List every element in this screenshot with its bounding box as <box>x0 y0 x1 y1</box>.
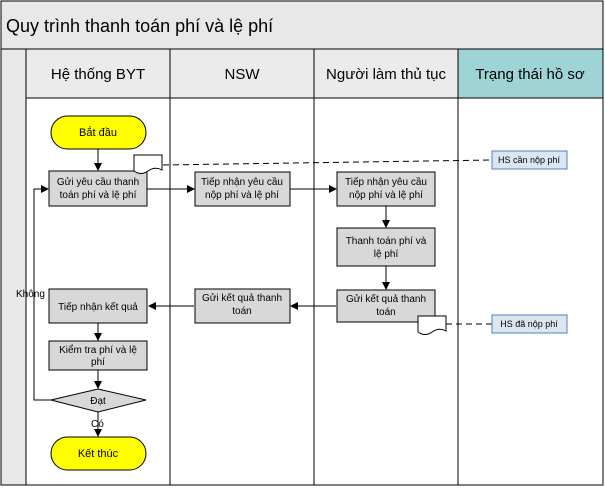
user-send-result-line-2: toán <box>376 307 395 318</box>
pool-strip <box>0 48 27 486</box>
document-shape-pending <box>133 154 163 174</box>
send-request-process <box>48 170 148 207</box>
status-paid-label: HS đã nộp phí <box>500 319 558 329</box>
user-send-result-line-1: Gửi kết quả thanh <box>346 293 426 305</box>
user-receive-process <box>336 171 436 207</box>
pay-line-1: Thanh toán phí và <box>346 236 427 247</box>
start-terminal <box>50 115 147 150</box>
end-terminal <box>50 436 147 471</box>
lane-header-status <box>457 48 604 99</box>
lane-label-byt: Hệ thống BYT <box>51 66 145 83</box>
diagram-title: Quy trình thanh toán phí và lệ phí <box>6 16 273 36</box>
lane-header-nsw <box>169 48 315 99</box>
nsw-receive-process <box>194 171 291 207</box>
lane-header-byt <box>25 48 171 99</box>
check-line-1: Kiểm tra phí và lệ <box>59 344 137 356</box>
nsw-receive-line-1: Tiếp nhận yêu cầu <box>201 176 283 188</box>
decision-label: Đạt <box>90 396 106 407</box>
nsw-send-result-line-2: toán <box>232 306 251 317</box>
pay-line-2: lệ phí <box>374 249 399 260</box>
nsw-send-result-line-1: Gửi kết quả thanh <box>202 292 282 304</box>
lane-label-status: Trạng thái hồ sơ <box>475 66 584 83</box>
user-receive-line-1: Tiếp nhận yêu cầu <box>345 176 427 188</box>
lane-label-user: Người làm thủ tục <box>326 66 446 83</box>
pay-process <box>336 227 436 267</box>
document-shape-paid <box>417 315 447 335</box>
edge-label-no: Không <box>16 289 45 300</box>
decision-diamond <box>50 388 147 413</box>
status-badge-paid <box>491 314 568 334</box>
send-request-line-2: toán phí và lệ phí <box>60 190 137 201</box>
status-badge-pending <box>491 150 568 170</box>
user-receive-line-2: nộp phí và lệ phí <box>349 190 423 201</box>
nsw-send-result-process <box>194 288 291 324</box>
start-label: Bắt đầu <box>79 126 117 139</box>
status-pending-label: HS cần nộp phí <box>498 155 561 165</box>
end-label: Kết thúc <box>78 448 119 460</box>
check-process <box>48 340 148 371</box>
edge-decision-loop-back <box>33 185 51 401</box>
receive-result-label: Tiếp nhận kết quả <box>58 301 138 313</box>
status-link-pending <box>162 159 493 166</box>
send-request-line-1: Gửi yêu cầu thanh <box>57 176 139 188</box>
receive-result-process <box>48 288 148 324</box>
title-bar <box>0 0 604 50</box>
lane-label-nsw: NSW <box>225 66 261 83</box>
edge-label-yes: Có <box>91 419 104 430</box>
nsw-receive-line-2: nộp phí và lệ phí <box>205 190 279 201</box>
check-line-2: phí <box>91 357 105 368</box>
lane-header-user <box>313 48 459 99</box>
